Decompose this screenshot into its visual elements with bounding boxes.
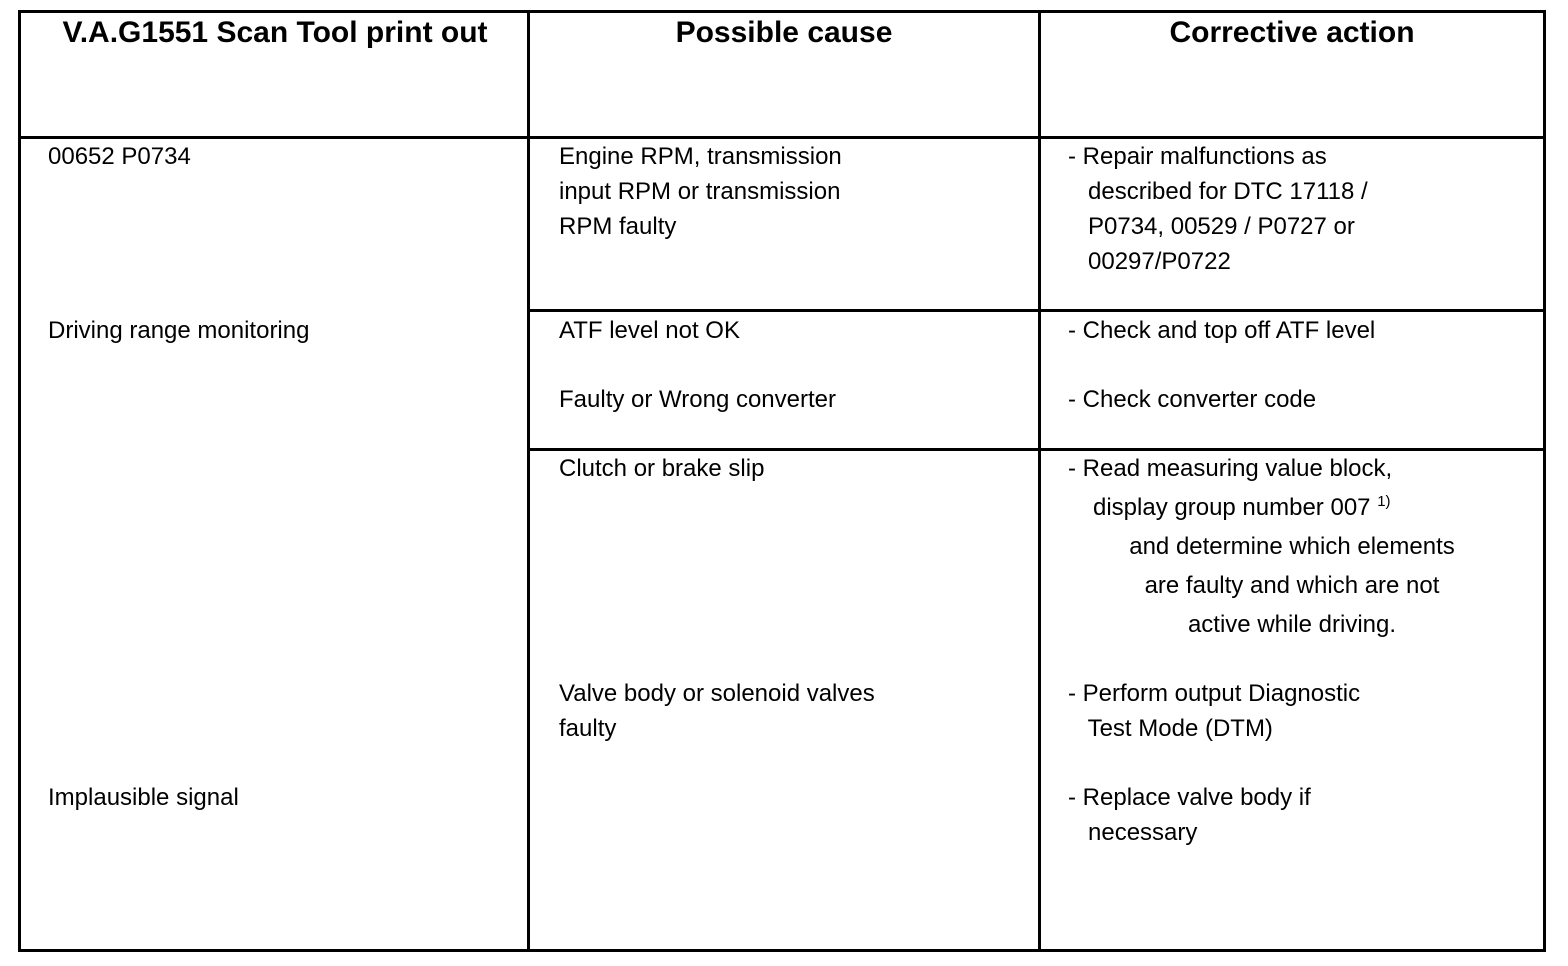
column-divider-1 [527,10,530,952]
column-divider-2 [1038,10,1041,952]
header-corrective-action: Corrective action [1169,16,1415,49]
cause-valve-body: Valve body or solenoid valves faulty [559,680,875,742]
action-replace-valve-body: - Replace valve body if necessary [1068,784,1311,846]
cause-rpm-faulty: Engine RPM, transmission input RPM or tr… [559,143,842,240]
action-read-block-line1: - Read measuring value block, [1068,455,1393,482]
action-read-block-line4: are faulty and which are not [1144,572,1440,599]
action-repair-malfunctions: - Repair malfunctions as described for D… [1068,143,1368,275]
header-scan-tool-printout: V.A.G1551 Scan Tool print out [62,16,488,49]
implausible-signal: Implausible signal [48,784,239,811]
header-divider [18,136,1546,139]
row-divider-2 [527,448,1546,451]
action-check-atf: - Check and top off ATF level [1068,317,1376,344]
dtc-code: 00652 P0734 [48,143,191,170]
cause-wrong-converter: Faulty or Wrong converter [559,386,836,413]
footnote-marker: 1) [1377,493,1391,510]
action-read-block-line3: and determine which elements [1129,533,1455,560]
action-check-converter: - Check converter code [1068,386,1317,413]
action-read-block-line5: active while driving. [1187,611,1397,638]
cause-atf-level: ATF level not OK [559,317,740,344]
action-perform-dtm: - Perform output Diagnostic Test Mode (D… [1068,680,1361,742]
row-divider-1 [527,309,1546,312]
diagnostic-table [18,10,1546,952]
cause-clutch-slip: Clutch or brake slip [559,455,765,482]
driving-range-monitoring: Driving range monitoring [48,317,310,344]
header-possible-cause: Possible cause [675,16,893,49]
action-read-block-line2: display group number 007 1) [1093,493,1391,521]
